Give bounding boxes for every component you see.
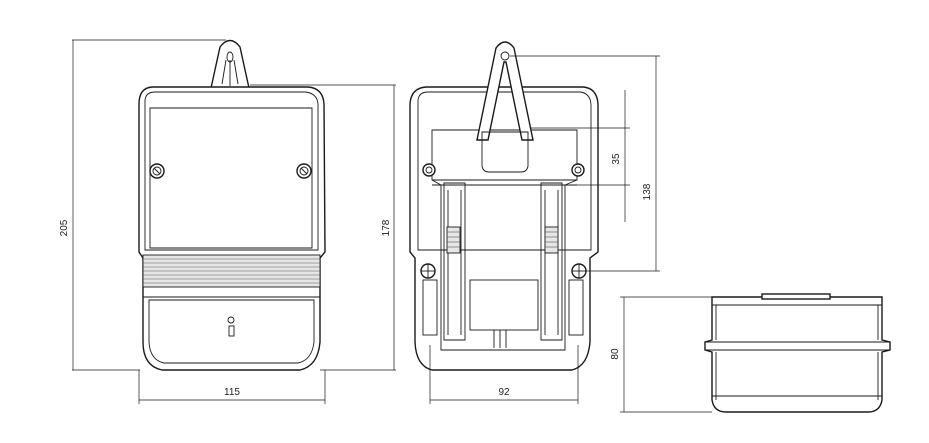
rear-screw-upper-left <box>422 163 436 177</box>
rear-center-window <box>469 279 539 331</box>
front-body <box>138 86 326 371</box>
dim-92-label: 92 <box>498 387 510 398</box>
dim-178-label: 178 <box>381 219 392 236</box>
side-top-tab <box>761 293 831 300</box>
rear-screw-lower-right <box>571 263 587 279</box>
dim-205-label: 205 <box>59 219 70 236</box>
rear-hanging-hole <box>500 51 510 61</box>
dim-80-label: 80 <box>610 348 621 360</box>
rear-rail-left <box>443 182 466 341</box>
rear-view: 35 138 92 <box>409 41 660 404</box>
side-body <box>704 296 891 413</box>
front-screw-right <box>296 163 312 179</box>
dim-115-label: 115 <box>224 387 240 398</box>
rear-rail-right <box>540 182 563 341</box>
rear-hanging-bracket <box>476 41 534 141</box>
rear-body <box>409 86 599 371</box>
front-indicator-led <box>227 316 235 324</box>
front-screw-left <box>149 163 165 179</box>
rear-screw-lower-left <box>420 263 436 279</box>
front-indicator-slot <box>228 325 235 337</box>
dim-35-label: 35 <box>611 153 622 165</box>
rear-hanging-slot <box>481 131 529 173</box>
rear-screw-upper-right <box>571 163 585 177</box>
dim-138-label: 138 <box>642 183 653 200</box>
side-view: 80 <box>610 293 891 413</box>
front-view: 205 178 115 <box>59 39 396 404</box>
